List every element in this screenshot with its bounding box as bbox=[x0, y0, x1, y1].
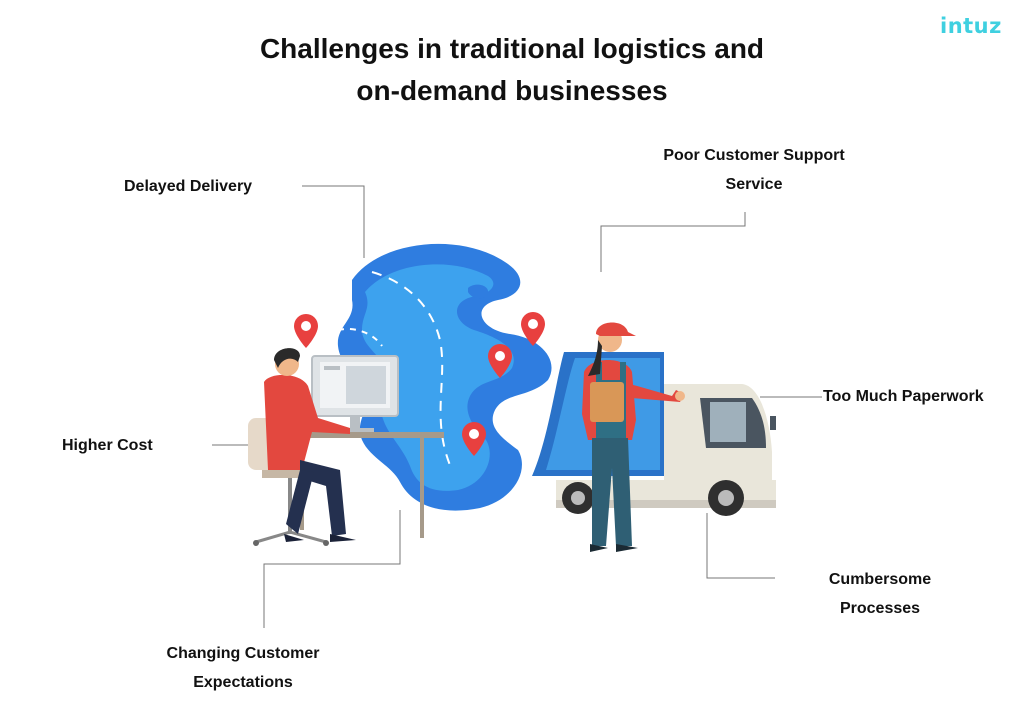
title-line-2: on-demand businesses bbox=[356, 75, 668, 106]
label-delayed-delivery: Delayed Delivery bbox=[124, 178, 253, 195]
map-pin-icon bbox=[462, 422, 486, 456]
label-cumbersome-processes: Cumbersome Processes bbox=[800, 565, 960, 623]
label-cumbersome-line-1: Cumbersome bbox=[828, 571, 932, 588]
label-changing-line-1: Changing Customer bbox=[166, 645, 320, 662]
desk-worker-icon bbox=[248, 348, 444, 546]
map-pin-icon bbox=[488, 344, 512, 378]
label-poor-support-line-1: Poor Customer Support bbox=[663, 147, 845, 164]
connector-poor-support bbox=[600, 212, 746, 272]
courier-icon bbox=[582, 322, 685, 552]
connector-cumbersome bbox=[706, 513, 775, 579]
connector-changing-expectations bbox=[263, 510, 401, 628]
label-poor-support-line-2: Service bbox=[725, 176, 783, 193]
label-cumbersome-line-2: Processes bbox=[839, 600, 921, 617]
label-changing-line-2: Expectations bbox=[193, 674, 293, 691]
connector-lines bbox=[212, 185, 822, 628]
title-line-1: Challenges in traditional logistics and bbox=[259, 33, 765, 64]
label-changing-customer-expectations: Changing Customer Expectations bbox=[148, 639, 338, 697]
map-pin-icon bbox=[521, 312, 545, 346]
label-higher-cost: Higher Cost bbox=[62, 437, 153, 454]
label-poor-customer-support: Poor Customer Support Service bbox=[644, 141, 864, 199]
map-pin-icons bbox=[294, 312, 545, 456]
label-too-much-paperwork: Too Much Paperwork bbox=[823, 388, 984, 405]
connector-delayed-delivery bbox=[302, 185, 365, 258]
delivery-truck-icon bbox=[532, 352, 776, 516]
page-title: Challenges in traditional logistics and … bbox=[112, 28, 912, 112]
map-pin-icon bbox=[294, 314, 318, 348]
intuz-logo: intuz bbox=[940, 14, 1002, 38]
